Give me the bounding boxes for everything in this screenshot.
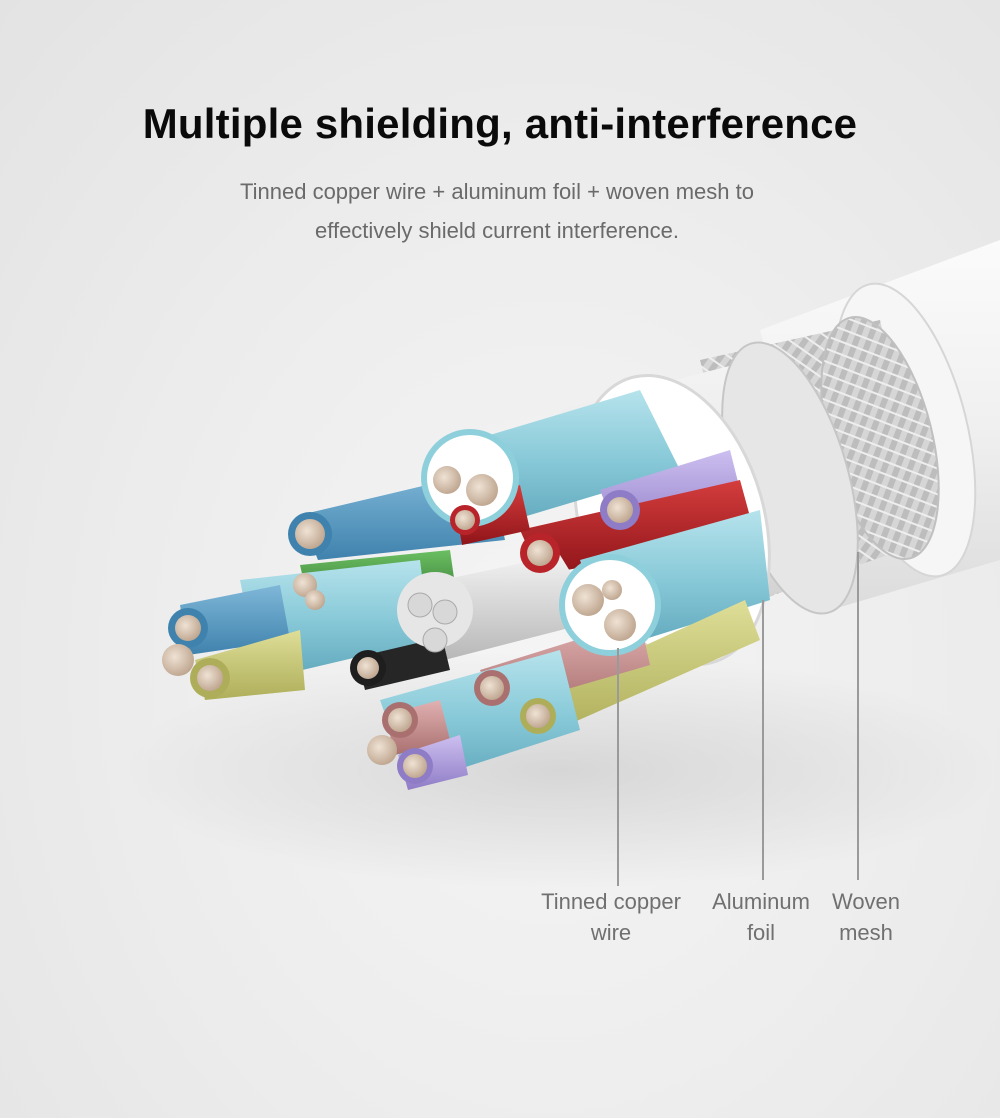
callout-tinned-copper-line-2: wire xyxy=(590,920,632,945)
callout-woven-mesh: Woven mesh xyxy=(822,886,910,948)
page-subtitle: Tinned copper wire + aluminum foil + wov… xyxy=(150,172,844,250)
subtitle-line-1: Tinned copper wire + aluminum foil + wov… xyxy=(240,179,754,204)
callout-aluminum-foil: Aluminum foil xyxy=(700,886,822,948)
callout-tinned-copper-line-1: Tinned copper xyxy=(541,889,681,914)
callout-aluminum-foil-line-1: Aluminum xyxy=(712,889,810,914)
callout-woven-mesh-line-2: mesh xyxy=(839,920,893,945)
page-title: Multiple shielding, anti-interference xyxy=(142,100,858,147)
callout-aluminum-foil-line-2: foil xyxy=(746,920,776,945)
subtitle-line-2: effectively shield current interference. xyxy=(315,218,679,243)
wire-end-faces xyxy=(162,429,661,784)
callout-woven-mesh-line-1: Woven xyxy=(831,889,901,914)
cable-shadow xyxy=(120,650,1000,890)
callout-tinned-copper-wire: Tinned copper wire xyxy=(528,886,694,948)
